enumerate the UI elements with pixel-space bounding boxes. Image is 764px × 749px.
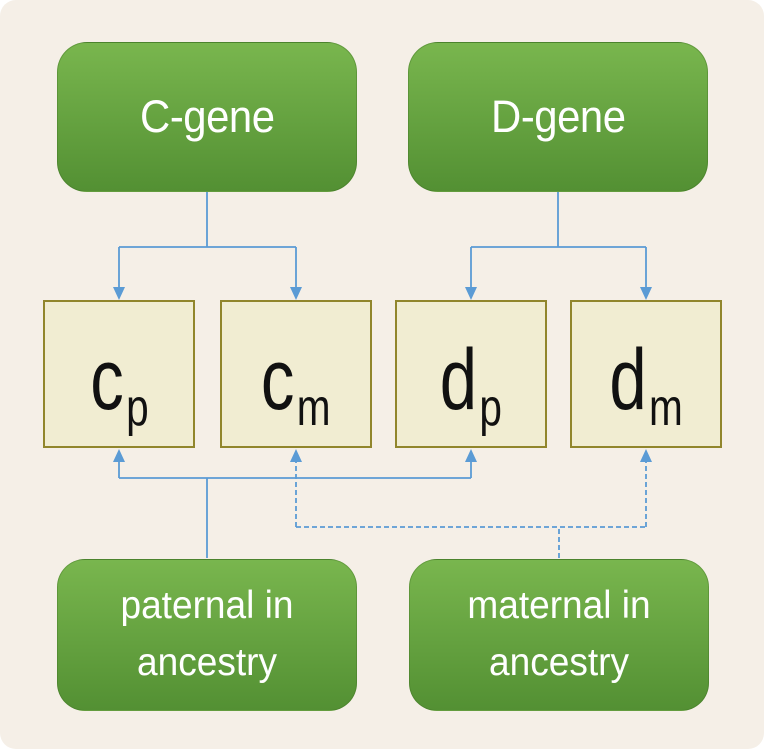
node-c-gene-label: C-gene [139,91,275,142]
node-allele-d-paternal: d p [395,300,547,448]
allele-c-paternal-label: c p [89,332,148,434]
edge-d-gene-to-alleles [470,192,647,288]
arrowhead-into-c-paternal-top [113,287,125,300]
allele-d-maternal-main: d [609,332,647,428]
node-maternal-ancestry-label: maternal in ancestry [467,584,651,684]
node-d-gene: D-gene [408,42,708,192]
node-maternal-ancestry: maternal in ancestry [409,559,709,711]
node-allele-c-maternal: c m [220,300,372,448]
allele-d-paternal-main: d [439,332,478,428]
edge-c-gene-to-alleles [118,192,297,288]
allele-c-maternal-main: c [261,332,295,428]
allele-c-maternal-subscript: m [297,379,331,437]
allele-c-paternal-subscript: p [125,379,149,437]
arrowhead-into-d-paternal-bottom [465,449,477,462]
arrowhead-into-c-maternal-top [290,287,302,300]
node-allele-d-maternal: d m [570,300,722,448]
allele-d-maternal-subscript: m [648,379,683,437]
arrowhead-into-d-paternal-top [465,287,477,300]
edge-maternal-to-alleles [295,461,647,558]
node-c-gene: C-gene [57,42,357,192]
node-allele-c-paternal: c p [43,300,195,448]
arrowhead-into-c-maternal-bottom [290,449,302,462]
arrowhead-into-c-paternal-bottom [113,449,125,462]
edge-paternal-to-alleles [118,461,472,558]
node-paternal-ancestry-label: paternal in ancestry [120,584,294,684]
allele-c-paternal-main: c [89,332,124,428]
allele-c-maternal-label: c m [261,332,331,434]
node-paternal-ancestry: paternal in ancestry [57,559,357,711]
arrowhead-into-d-maternal-bottom [640,449,652,462]
node-d-gene-label: D-gene [490,91,626,142]
allele-d-paternal-label: d p [439,332,502,434]
arrowhead-into-d-maternal-top [640,287,652,300]
allele-d-paternal-subscript: p [479,379,503,437]
allele-d-maternal-label: d m [609,332,682,434]
